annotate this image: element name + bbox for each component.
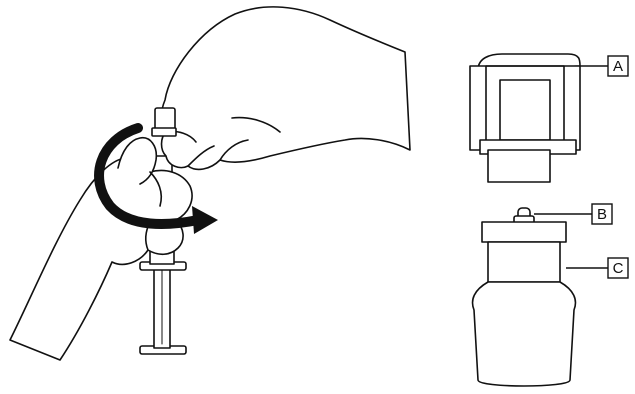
label-c: C (613, 260, 624, 277)
exploded-parts-illustration (470, 54, 580, 386)
syringe-assembly-illustration (10, 7, 410, 360)
callout-labels (592, 56, 628, 278)
upper-hand (161, 7, 410, 169)
label-b: B (597, 206, 607, 223)
twist-arrow-head (192, 206, 218, 234)
part-a-cap-adapter (470, 54, 580, 182)
part-c-vial (473, 222, 576, 386)
label-a: A (613, 58, 623, 75)
